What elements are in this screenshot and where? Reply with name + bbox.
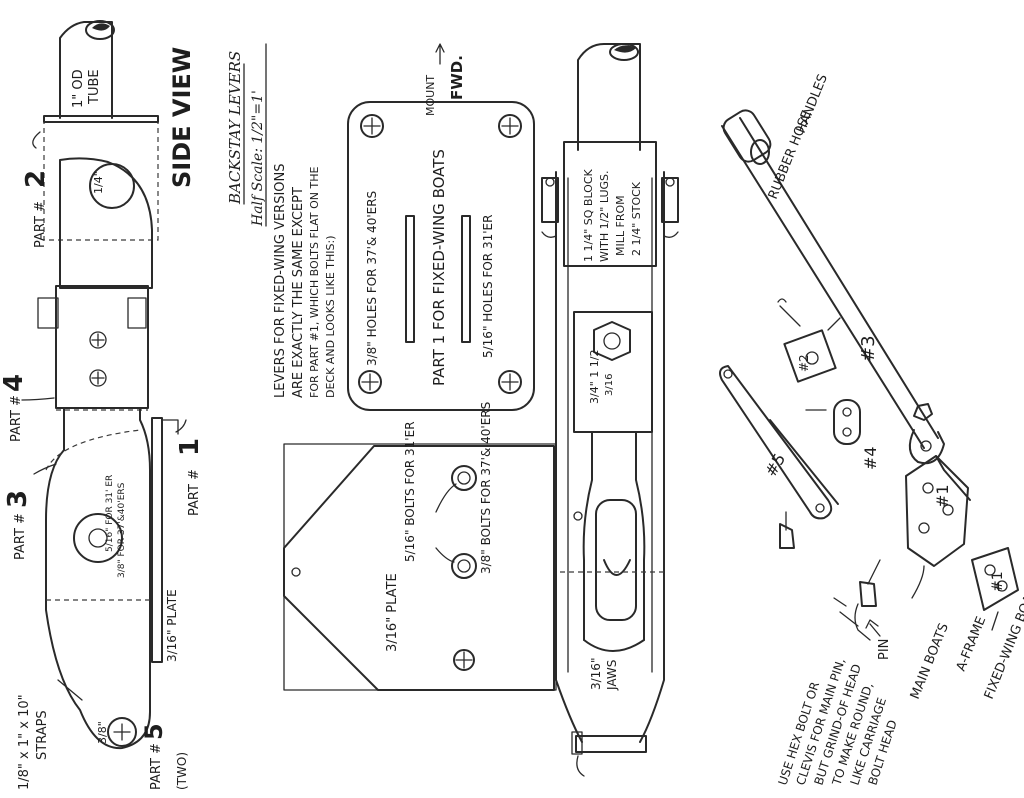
block-text-4: 2 1/4" STOCK: [630, 181, 643, 256]
side-view: 1" OD TUBE 1/4" 5/16" FOR 31' ER 3/8" FO…: [0, 20, 205, 790]
title-block: BACKSTAY LEVERS Half Scale: 1/2"=1': [226, 43, 267, 227]
block-text-1: 1 1/4" SQ BLOCK: [582, 168, 595, 262]
mount-label: MOUNT: [424, 75, 437, 116]
part1-num: 1: [175, 438, 205, 456]
title-scale: Half Scale: 1/2"=1': [250, 90, 266, 227]
fixed-wing-note: LEVERS FOR FIXED-WING VERSIONS ARE EXACT…: [273, 163, 337, 398]
part1-exploded: #1: [933, 484, 952, 508]
straps-label-2: STRAPS: [35, 710, 50, 760]
part3-num: 3: [3, 490, 33, 508]
part4-num: 4: [0, 374, 29, 392]
note-line-4: DECK AND LOOKS LIKE THIS:): [324, 235, 337, 398]
part4-exploded: #4: [861, 446, 880, 470]
tube-label-2: TUBE: [87, 69, 102, 105]
part1b-exploded: #1: [990, 571, 1006, 592]
part4-label: PART #: [9, 395, 24, 442]
aframe-plate: 5/16" BOLTS FOR 31'ER 3/8" BOLTS FOR 37'…: [283, 402, 557, 691]
plate-hole: [358, 370, 382, 394]
fixed-wing-part-label: PART 1 FOR FIXED-WING BOATS: [430, 149, 448, 386]
strap-hole: 3/8": [96, 721, 109, 744]
hole-quarter: 1/4": [92, 171, 105, 194]
main-boats-label: MAIN BOATS: [908, 621, 952, 701]
note-line-3: FOR PART #1, WHICH BOLTS FLAT ON THE: [308, 167, 321, 398]
plate-hole: [498, 370, 522, 394]
plate-hole: [360, 114, 384, 138]
side-view-label: SIDE VIEW: [168, 47, 196, 188]
fixed-wing-plate: 3/8" HOLES FOR 37'& 40'ERS PART 1 FOR FI…: [347, 43, 535, 411]
hose-label-2: HANDLES: [794, 72, 831, 135]
tube: [59, 20, 115, 119]
bolts-31: 5/16" BOLTS FOR 31'ER: [403, 421, 417, 562]
part5-num: 5: [140, 723, 168, 740]
straps-label-1: 1/8" x 1" x 10": [17, 694, 32, 790]
part5-label: PART #: [149, 743, 164, 790]
part3-label: PART #: [13, 513, 28, 560]
holes-37-40: 3/8" HOLES FOR 37'& 40'ERS: [365, 191, 379, 366]
part2-exploded: #2: [797, 354, 811, 372]
note-line-1: LEVERS FOR FIXED-WING VERSIONS: [273, 163, 288, 398]
top-view-assembly: 1 1/4" SQ BLOCK WITH 1/2" LUGS. MILL FRO…: [541, 43, 679, 777]
hole-5-16: 5/16" FOR 31' ER: [105, 475, 115, 552]
holes-31: 5/16" HOLES FOR 31'ER: [481, 215, 495, 358]
hole-3-8: 3/8" FOR 37'&40'ERS: [117, 482, 127, 578]
part1-label: PART #: [187, 469, 202, 516]
tube-label-1: 1" OD: [71, 69, 86, 108]
part3-exploded: #3: [858, 335, 879, 362]
aframe-hole: [453, 649, 475, 671]
block-text-3: MILL FROM: [614, 195, 627, 256]
aframe-plate-label: 3/16" PLATE: [385, 573, 400, 652]
block-text-2: WITH 1/2" LUGS.: [598, 170, 611, 262]
part2-label: PART #: [33, 201, 48, 248]
note-line-2: ARE EXACTLY THE SAME EXCEPT: [291, 187, 306, 398]
jaws-label-2: JAWS: [605, 660, 619, 691]
fwd-label: FWD.: [448, 55, 466, 100]
exploded-view: #3 RUBBER HOSE HANDLES #2 #5 #4 #1 #1: [719, 72, 1024, 788]
bolts-37-40: 3/8" BOLTS FOR 37'& 40'ERS: [479, 402, 493, 574]
dim-b: 3/16: [604, 374, 615, 396]
dim-a: 3/4" 1 1/2: [588, 350, 601, 404]
aframe-label: A-FRAME: [954, 614, 989, 673]
fixed-wing-label: FIXED-WING BOATS: [982, 579, 1024, 701]
aframe-hole: [451, 553, 477, 579]
plate-hole: [498, 114, 522, 138]
plate-label: 3/16" PLATE: [165, 589, 179, 662]
aframe-hole: [451, 465, 477, 491]
jaws-label-1: 3/16": [589, 658, 603, 690]
title-main: BACKSTAY LEVERS: [226, 51, 244, 205]
part5-qty: (TWO): [175, 752, 189, 790]
part2-num: 2: [21, 170, 51, 188]
pin-label: PIN: [877, 639, 892, 660]
